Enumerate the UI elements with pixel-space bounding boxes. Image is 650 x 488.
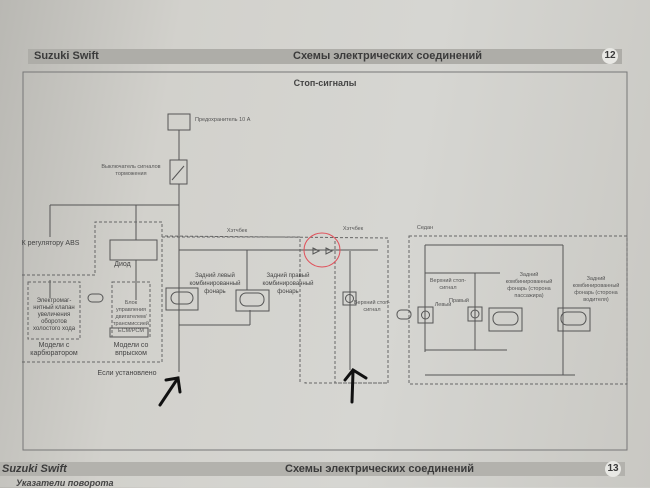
page-header: Suzuki Swift Схемы электрических соедине… — [28, 48, 622, 64]
rear-driver-lamp — [557, 307, 591, 332]
next-brand-label: Suzuki Swift — [2, 463, 67, 475]
annotation-circle — [303, 232, 341, 268]
page-number: 12 — [602, 48, 618, 64]
right-label: Правый — [448, 298, 470, 304]
brand-label: Suzuki Swift — [34, 50, 99, 62]
rear-driver-label: Задний комбинированный фонарь (сторона в… — [572, 276, 620, 303]
arrow-left — [158, 376, 182, 407]
next-section-title: Схемы электрических соединений — [285, 463, 475, 475]
high-stop-right — [467, 306, 483, 322]
if-installed-label: Если установлено — [97, 370, 157, 377]
hatchback-label-2: Хэтчбек — [342, 226, 364, 232]
diode-block — [109, 239, 158, 261]
abs-label: К регулятору ABS — [21, 240, 80, 247]
carb-models-label: Модели с карбюратором — [30, 342, 78, 357]
high-stop-left — [417, 306, 434, 324]
rear-passenger-label: Задний комбинированный фонарь (сторона п… — [505, 272, 553, 299]
fuse-symbol — [167, 113, 191, 131]
rear-passenger-lamp — [488, 307, 523, 332]
high-stop-lamp-hb — [342, 291, 357, 306]
high-stop-hb-label: Верхний стоп-сигнал — [353, 300, 391, 313]
ecm-label: Блок управления двигателем/ трансмиссией… — [113, 300, 149, 334]
section-title: Схемы электрических соединений — [293, 50, 483, 62]
rear-left-lamp-label: Задний левый комбинированный фонарь — [189, 273, 241, 295]
left-label: Левый — [434, 302, 452, 308]
arrow-right — [343, 368, 368, 404]
rear-right-lamp — [235, 289, 270, 312]
diagram-title: Стоп-сигналы — [293, 78, 357, 88]
next-page-subtitle: Указатели поворота — [16, 478, 114, 488]
fuse-label: Предохранитель 10 А — [195, 117, 251, 123]
rear-right-lamp-label: Задний правый комбинированный фонарь — [262, 273, 314, 295]
hatchback-label-1: Хэтчбек — [226, 228, 248, 234]
next-page-header: Suzuki Swift Схемы электрических соедине… — [0, 461, 625, 477]
injection-models-label: Модели со впрыском — [113, 342, 149, 357]
brake-switch-label: Выключатель сигналов торможения — [101, 164, 161, 177]
next-page-number: 13 — [605, 461, 621, 477]
solenoid-label: Электромаг-нитный клапан увеличения обор… — [32, 298, 76, 332]
sedan-label: Седан — [416, 225, 434, 231]
rear-left-lamp — [165, 287, 199, 311]
high-stop-sedan-label: Верхний стоп-сигнал — [429, 278, 467, 291]
diode-label: Диод — [114, 261, 131, 268]
